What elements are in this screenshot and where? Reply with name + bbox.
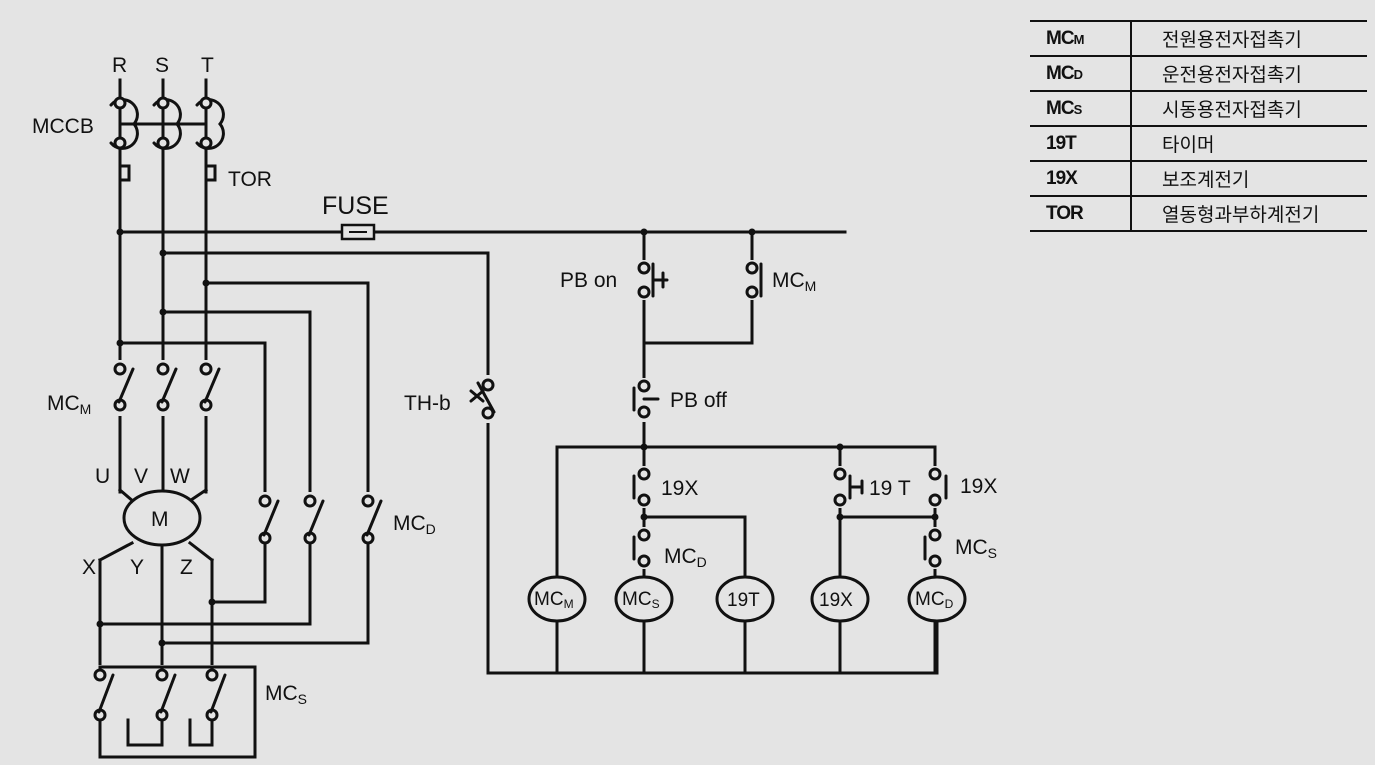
- star-point-bus: [98, 665, 257, 759]
- legend-description: 보조계전기: [1131, 160, 1367, 197]
- svg-text:19T: 19T: [727, 590, 760, 611]
- x19-contact-1: [632, 466, 656, 508]
- phase-r-label: R: [112, 54, 127, 77]
- legend-symbol: 19T: [1030, 125, 1132, 162]
- motor-z-label: Z: [180, 556, 193, 579]
- mcd-main-label: MCD: [393, 512, 436, 537]
- mcd-main-contacts: [250, 492, 385, 550]
- svg-text:MCD: MCD: [915, 589, 954, 611]
- legend-symbol: MCM: [1030, 20, 1132, 57]
- legend-description: 타이머: [1131, 125, 1367, 162]
- motor-label: M: [151, 508, 169, 531]
- motor-w-label: W: [170, 465, 190, 488]
- wire-r-to-mcd: [118, 341, 267, 494]
- power-circuit: R S T MCCB TOR FUSE: [32, 54, 847, 759]
- svg-text:MCM: MCM: [534, 589, 574, 611]
- mcd-aux-contact: [632, 527, 656, 569]
- t19-contact-label: 19 T: [869, 477, 911, 500]
- mcs-aux-contact: [923, 527, 947, 569]
- legend-description: 전원용전자접촉기: [1131, 20, 1367, 57]
- legend-symbol: 19X: [1030, 160, 1132, 197]
- x19-contact-1-label: 19X: [661, 477, 698, 500]
- legend-symbol: MCS: [1030, 90, 1132, 127]
- mcm-hold-contact: [740, 260, 766, 300]
- legend-row: MCD 운전용전자접촉기: [1030, 55, 1367, 92]
- mcs-main-contacts: [85, 665, 227, 725]
- motor-u-label: U: [95, 465, 110, 488]
- legend-description: 열동형과부하계전기: [1131, 195, 1367, 232]
- svg-text:19X: 19X: [819, 590, 853, 611]
- thb-contact: [469, 375, 502, 423]
- motor-v-label: V: [134, 465, 148, 488]
- control-circuit: TH-b PB on MCM: [404, 228, 997, 675]
- mccb-label: MCCB: [32, 115, 94, 138]
- legend-row: MCM 전원용전자접촉기: [1030, 20, 1367, 57]
- pb-off-label: PB off: [670, 389, 727, 412]
- pb-off-button: [630, 378, 660, 422]
- mcm-main-label: MCM: [47, 392, 91, 417]
- mcs-main-label: MCS: [265, 682, 307, 707]
- wire-t-to-mcd: [204, 281, 370, 494]
- mcs-aux-label: MCS: [955, 536, 997, 561]
- thb-label: TH-b: [404, 392, 451, 415]
- legend-description: 시동용전자접촉기: [1131, 90, 1367, 127]
- return-line: [161, 251, 490, 675]
- legend-symbol: TOR: [1030, 195, 1132, 232]
- mccb-breaker: [109, 96, 225, 150]
- t19-timer-contact: [828, 466, 864, 508]
- mcd-aux-label: MCD: [664, 545, 707, 570]
- phase-s-label: S: [155, 54, 169, 77]
- mcm-main-contacts: [100, 360, 230, 416]
- motor-x-label: X: [82, 556, 96, 579]
- legend-table: MCM 전원용전자접촉기 MCD 운전용전자접촉기 MCS 시동용전자접촉기 1…: [1030, 20, 1367, 232]
- x19-contact-2: [923, 466, 951, 508]
- legend-row: 19T 타이머: [1030, 125, 1367, 162]
- coil-mcs: MCS: [614, 575, 674, 623]
- pb-on-button: [632, 260, 672, 300]
- phase-t-label: T: [201, 54, 214, 77]
- coil-mcm: MCM: [527, 575, 587, 623]
- x19-contact-2-label: 19X: [960, 475, 997, 498]
- mcm-hold-label: MCM: [772, 269, 816, 294]
- legend-row: 19X 보조계전기: [1030, 160, 1367, 197]
- pb-on-label: PB on: [560, 269, 617, 292]
- wire-s-to-mcd: [161, 310, 312, 494]
- legend-symbol: MCD: [1030, 55, 1132, 92]
- coil-19t: 19T: [715, 575, 775, 623]
- tor-heater-elements: [118, 164, 217, 182]
- svg-text:MCS: MCS: [622, 589, 660, 611]
- legend-row: TOR 열동형과부하계전기: [1030, 195, 1367, 232]
- coil-19x: 19X: [810, 575, 870, 623]
- motor-y-label: Y: [130, 556, 144, 579]
- legend-description: 운전용전자접촉기: [1131, 55, 1367, 92]
- tor-label: TOR: [228, 168, 272, 191]
- fuse-label: FUSE: [322, 192, 389, 220]
- coil-mcd: MCD: [907, 575, 967, 623]
- legend-row: MCS 시동용전자접촉기: [1030, 90, 1367, 127]
